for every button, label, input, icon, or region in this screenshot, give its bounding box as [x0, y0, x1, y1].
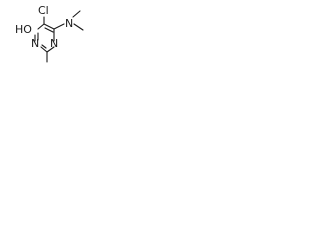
chemical-structure: Cl HO N N N: [15, 4, 84, 63]
hydroxyl-label: HO: [15, 23, 32, 36]
bond-ring-top-left: [37, 23, 45, 30]
bond-lines: [34, 10, 84, 63]
bond-methyl-right: [73, 23, 84, 31]
bond-ring-bottom: [40, 46, 48, 53]
bond-amine: [53, 23, 65, 30]
bond-ring-bottom-inner: [41, 44, 47, 49]
ring-nitrogen-right-label: N: [50, 37, 58, 50]
bond-methyl-upper: [72, 10, 81, 18]
ring-nitrogen-left-label: N: [31, 37, 39, 50]
atom-labels: Cl HO N N N: [15, 4, 73, 50]
amine-nitrogen-label: N: [65, 17, 73, 30]
bond-ring-top: [43, 23, 55, 30]
chlorine-label: Cl: [38, 4, 49, 17]
bond-ring-right-lower: [46, 46, 55, 53]
bond-ring-top-inner: [44, 27, 54, 33]
